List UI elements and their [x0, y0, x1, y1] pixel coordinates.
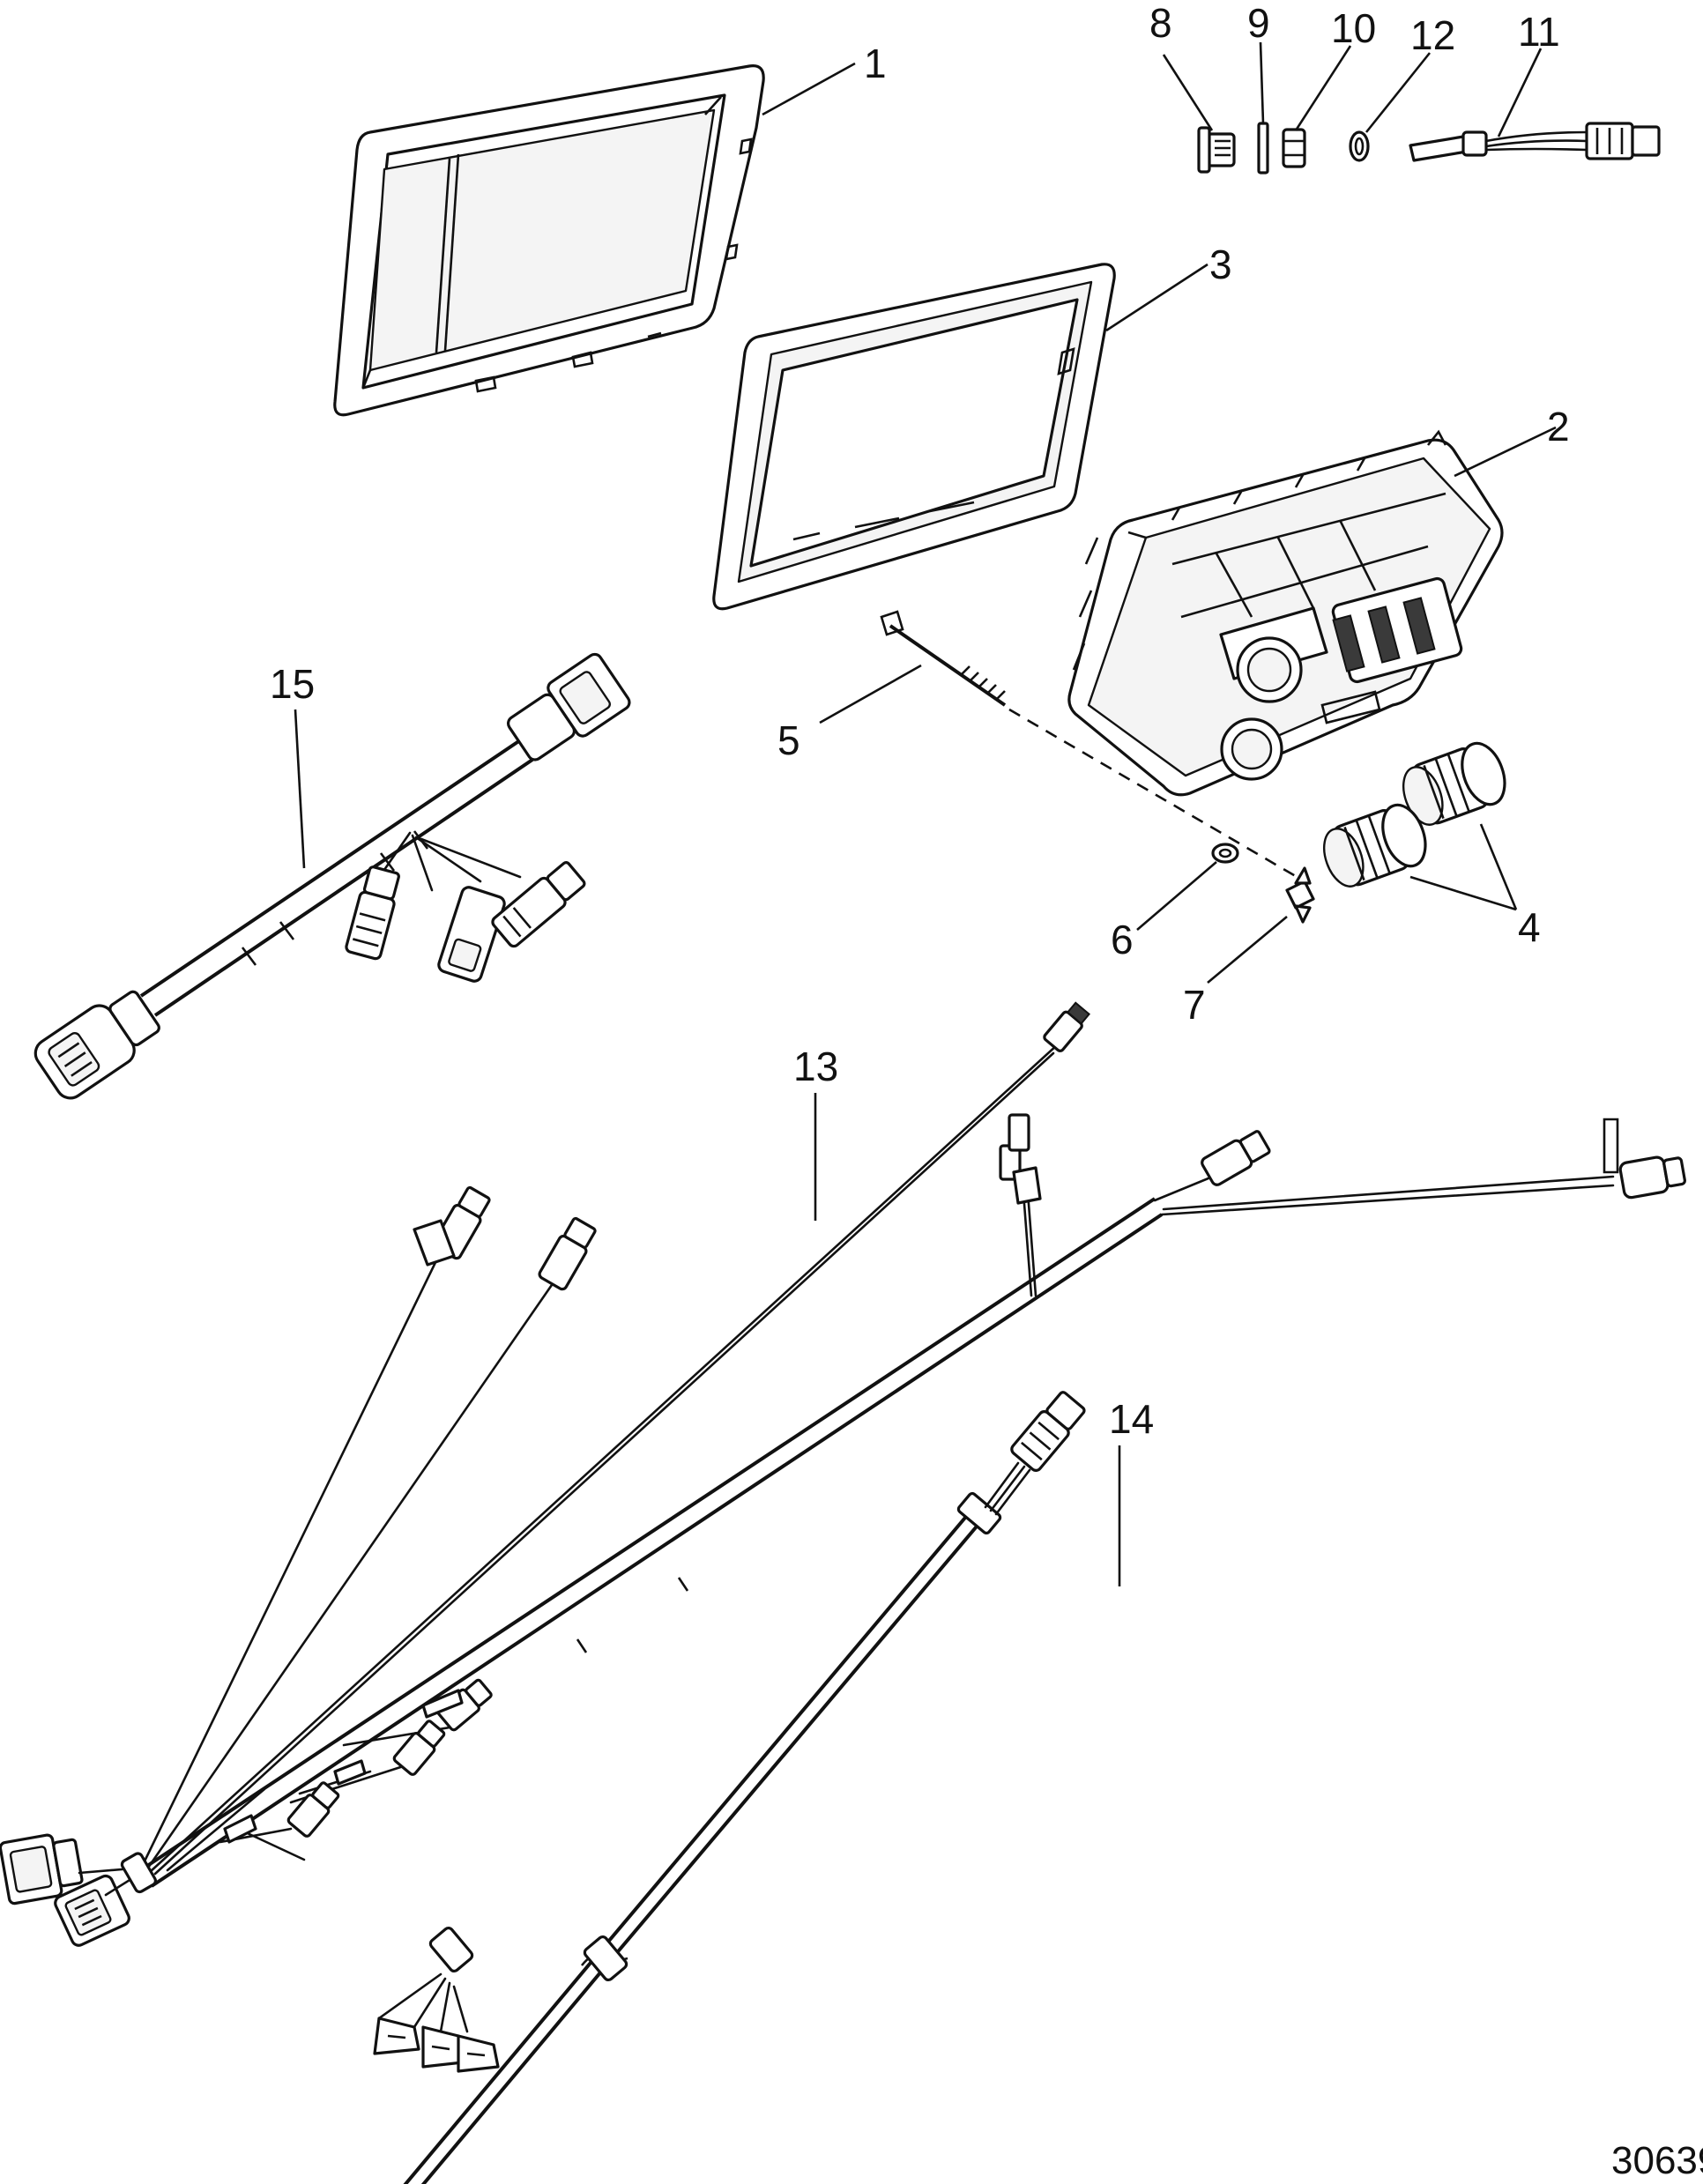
leader-4a [1409, 823, 1518, 911]
leader-8 [1162, 54, 1214, 131]
callout-10: 10 [1331, 5, 1376, 51]
part-12-o-ring [1349, 130, 1370, 162]
callout-9: 9 [1247, 0, 1270, 46]
leader-11 [1497, 48, 1543, 137]
leader-6 [1136, 861, 1217, 931]
callout-4: 4 [1518, 904, 1541, 950]
leader-12 [1365, 52, 1432, 133]
part-14-long-harness [373, 1391, 1086, 2184]
leader-7 [1207, 916, 1288, 984]
part-6-washer [1211, 843, 1239, 864]
part-5-bolt [880, 610, 1305, 883]
part-15-adapter-harness [33, 652, 631, 1100]
leader-9 [1259, 41, 1265, 124]
leader-2 [1454, 426, 1557, 478]
leader-15 [294, 709, 306, 869]
part-13-main-harness [0, 1001, 1686, 1947]
leader-3 [1105, 263, 1208, 332]
leader-lines [294, 41, 1557, 1586]
part-8-grommet [1197, 126, 1236, 174]
part-11-sensor-lead [1409, 122, 1661, 162]
callout-14: 14 [1109, 1396, 1154, 1442]
callout-11: 11 [1518, 9, 1560, 55]
callout-2: 2 [1547, 404, 1570, 449]
part-4-knobs [1322, 741, 1506, 888]
part-7-wing-nut [1285, 866, 1315, 924]
leader-10 [1294, 45, 1352, 131]
callout-6: 6 [1111, 917, 1134, 962]
part-3-gasket-frame [712, 263, 1116, 611]
callout-1: 1 [864, 41, 887, 86]
part-9-seal-ring [1257, 122, 1269, 175]
callout-12: 12 [1410, 12, 1455, 58]
leader-5 [819, 664, 922, 724]
part-2-display-unit [1067, 429, 1504, 797]
callout-15: 15 [270, 661, 315, 707]
callout-8: 8 [1149, 0, 1172, 46]
part-10-nut [1282, 128, 1306, 168]
figure-number: 30639 [1611, 2139, 1703, 2182]
callout-13: 13 [793, 1044, 838, 1089]
callout-5: 5 [777, 717, 800, 763]
callout-3: 3 [1209, 241, 1232, 287]
part-1-front-bezel [333, 64, 765, 417]
callout-7: 7 [1183, 982, 1206, 1028]
leader-1 [762, 62, 856, 116]
callout-labels: 1 2 3 4 5 6 7 8 9 10 11 12 13 14 15 [270, 0, 1570, 1442]
